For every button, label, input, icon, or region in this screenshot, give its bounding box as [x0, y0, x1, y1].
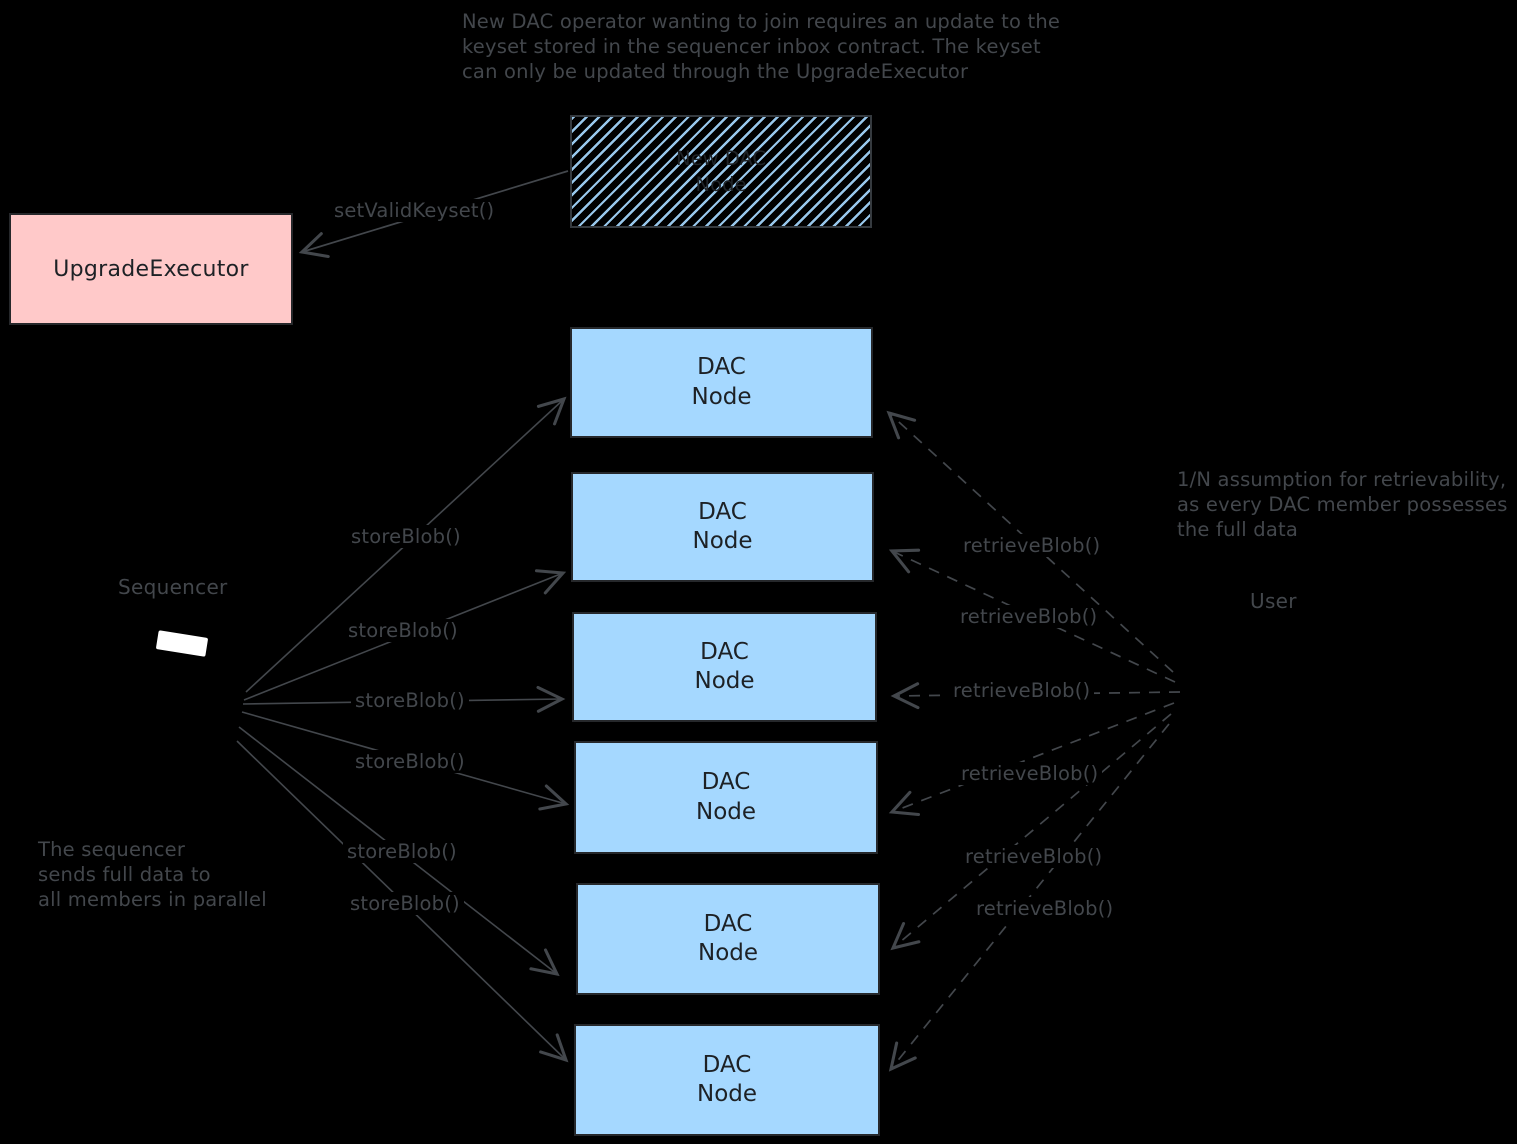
- store-blob-label-5: storeBlob(): [343, 840, 461, 863]
- retrieve-blob-arrow-5: [890, 713, 1172, 951]
- dac-node-label: DAC Node: [696, 1051, 758, 1107]
- top-annotation: New DAC operator wanting to join require…: [462, 10, 1061, 83]
- retrieve-blob-label-3: retrieveBlob(): [949, 679, 1095, 702]
- user-label: User: [1250, 589, 1297, 613]
- set-valid-keyset-label: setValidKeyset(): [330, 199, 499, 222]
- dac-node-label: DAC Node: [692, 498, 753, 554]
- upgrade-executor-box: UpgradeExecutor: [9, 213, 293, 325]
- sequencer-label: Sequencer: [118, 575, 228, 599]
- dac-node-box-6: DAC Node: [574, 1024, 880, 1136]
- store-blob-label-4: storeBlob(): [351, 750, 469, 773]
- retrieve-blob-label-5: retrieveBlob(): [961, 845, 1107, 868]
- sequencer-note: The sequencer sends full data to all mem…: [38, 838, 267, 911]
- store-blob-label-3: storeBlob(): [351, 689, 469, 712]
- upgrade-executor-label: UpgradeExecutor: [53, 256, 249, 282]
- dac-node-label: DAC Node: [694, 638, 755, 694]
- store-blob-label-1: storeBlob(): [347, 525, 465, 548]
- dac-node-label: DAC Node: [691, 354, 752, 410]
- dac-node-box-2: DAC Node: [571, 472, 874, 582]
- dac-node-box-5: DAC Node: [576, 883, 880, 995]
- new-dac-node-box: New DAC Node: [570, 115, 872, 228]
- new-dac-node-label: New DAC Node: [675, 147, 767, 196]
- retrievability-note: 1/N assumption for retrievability, as ev…: [1177, 468, 1508, 541]
- store-blob-label-2: storeBlob(): [344, 619, 462, 642]
- dac-node-box-3: DAC Node: [572, 612, 877, 722]
- retrieve-blob-label-2: retrieveBlob(): [956, 605, 1102, 628]
- retrieve-blob-arrow-4: [888, 702, 1175, 817]
- dac-node-box-1: DAC Node: [570, 327, 873, 438]
- dac-node-label: DAC Node: [697, 910, 759, 966]
- retrieve-blob-label-6: retrieveBlob(): [972, 897, 1118, 920]
- dac-node-box-4: DAC Node: [574, 741, 878, 854]
- store-blob-label-6: storeBlob(): [346, 892, 464, 915]
- dac-node-label: DAC Node: [695, 769, 757, 825]
- retrieve-blob-label-4: retrieveBlob(): [957, 762, 1103, 785]
- retrieve-blob-arrow-6: [888, 723, 1170, 1072]
- retrieve-blob-arrow-1: [886, 410, 1174, 673]
- retrieve-blob-label-1: retrieveBlob(): [959, 534, 1105, 557]
